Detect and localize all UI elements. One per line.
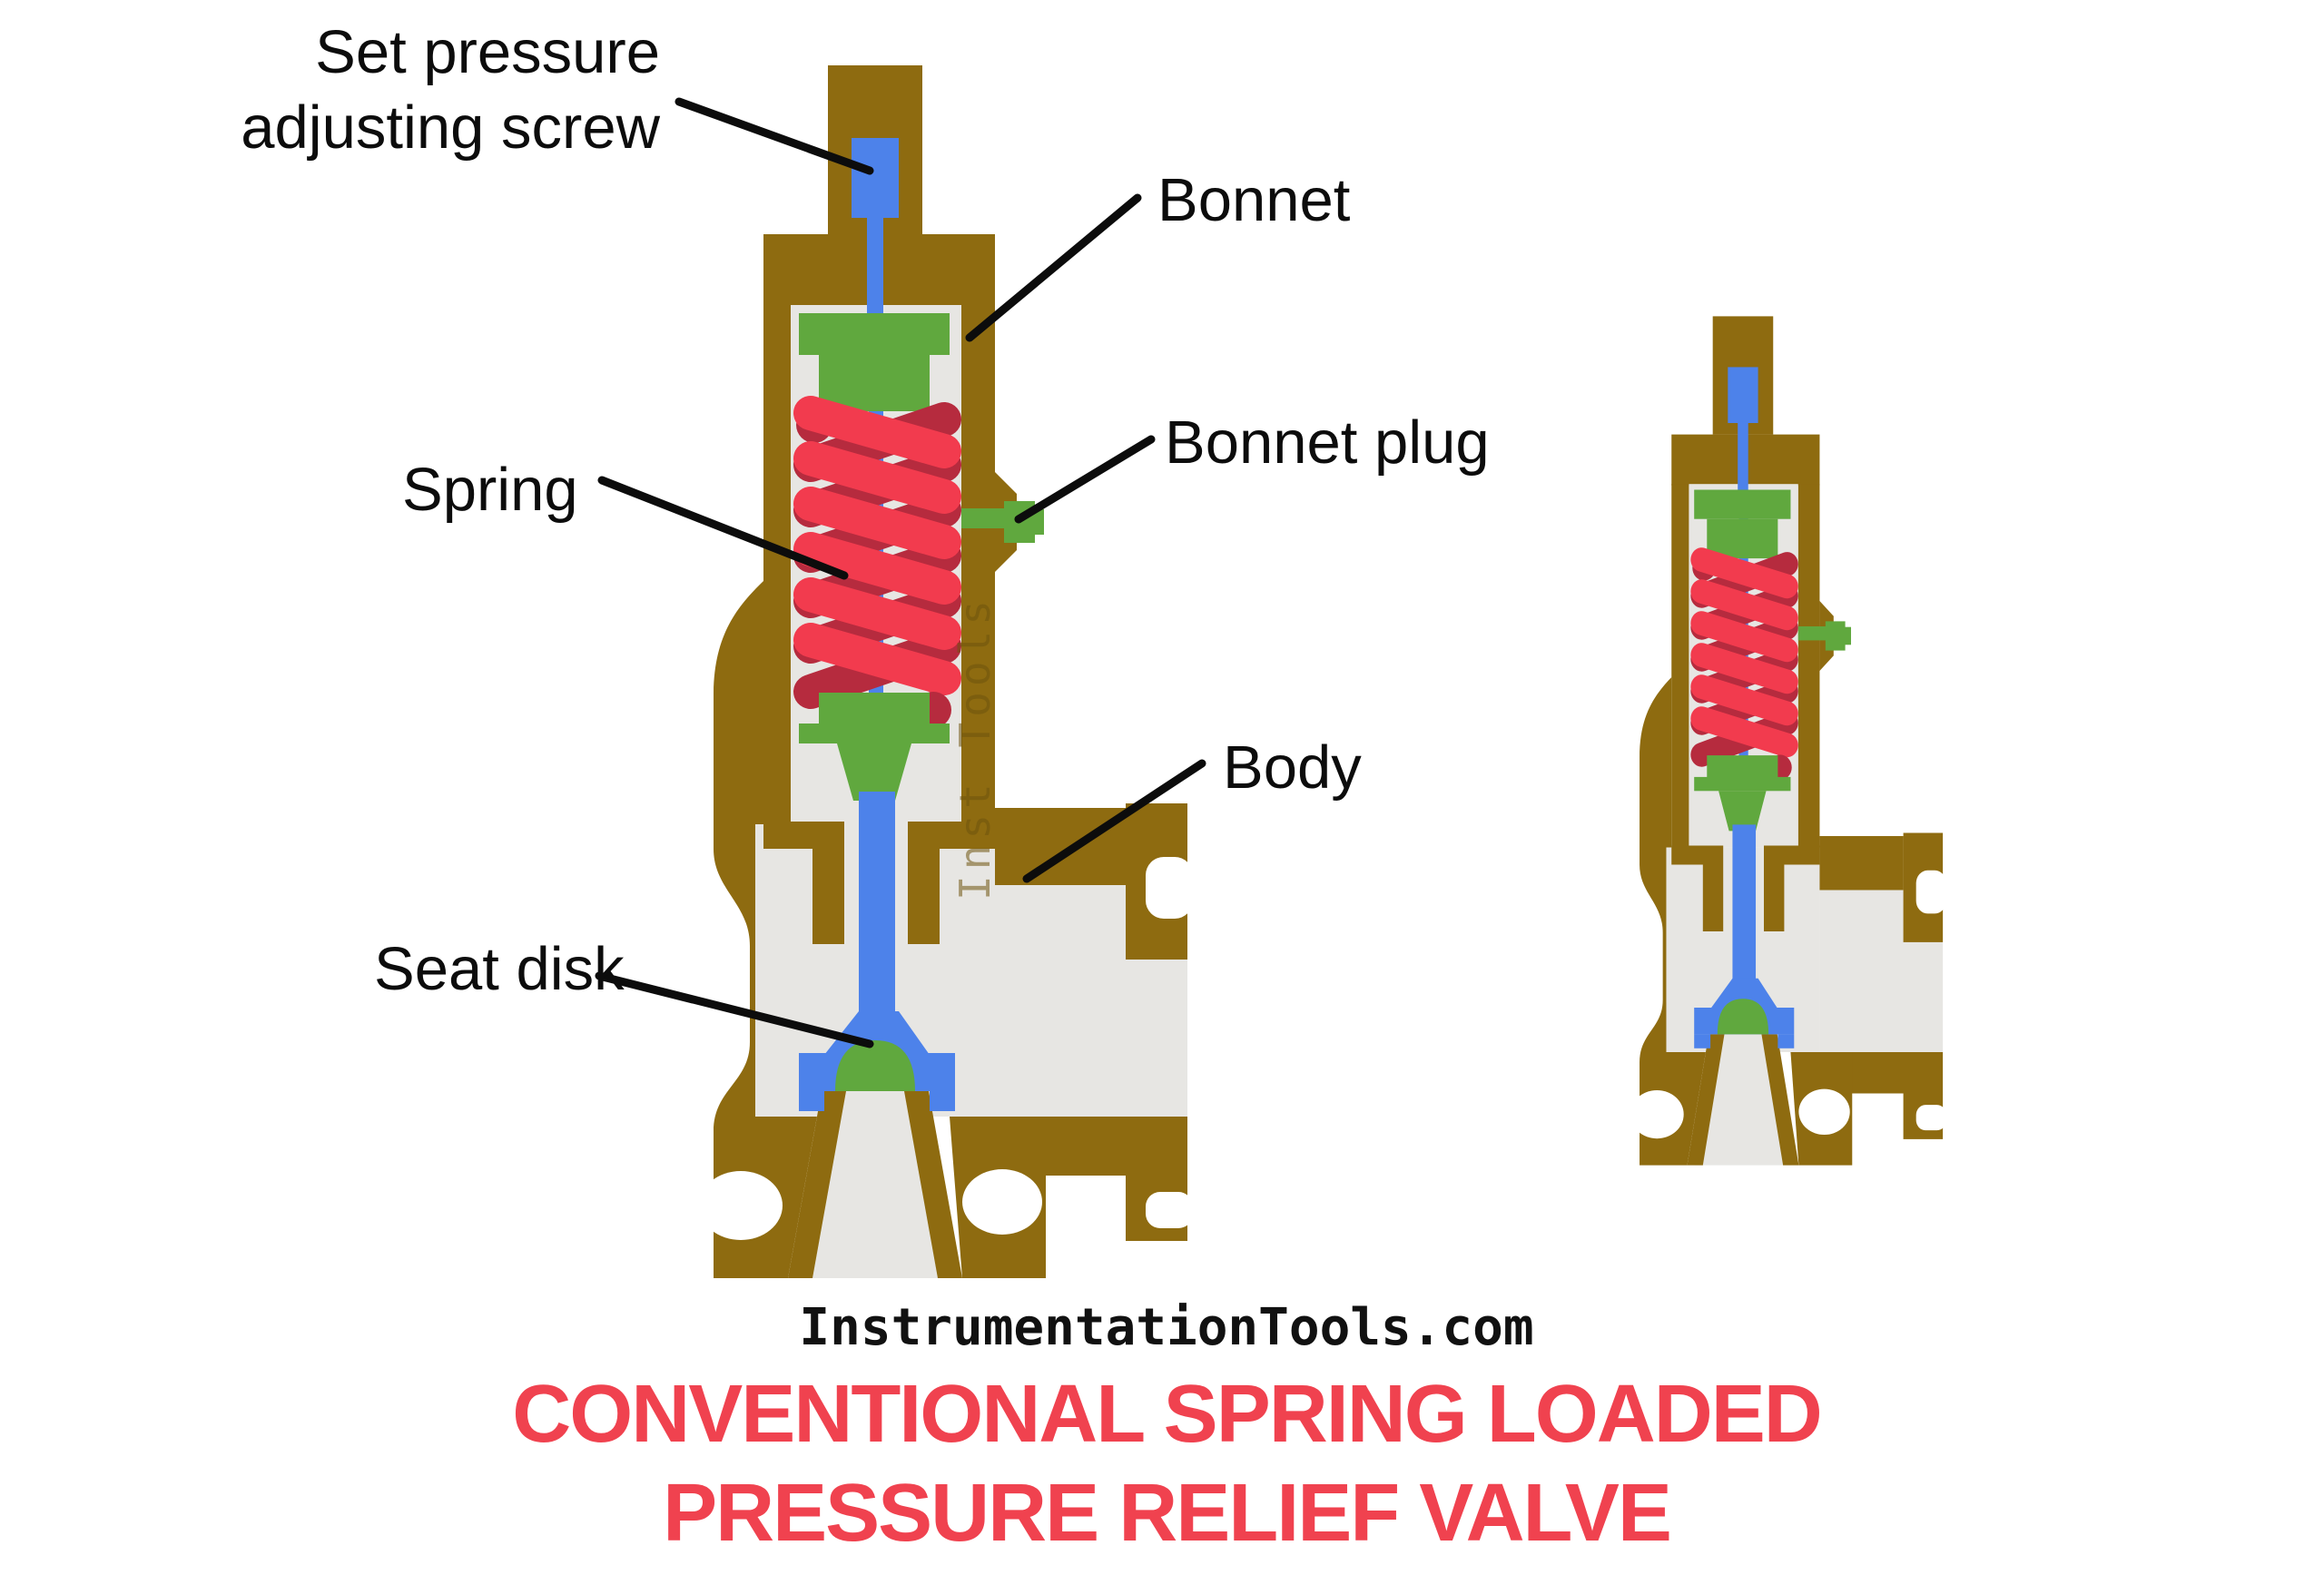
leader-spring	[597, 476, 849, 580]
main-valve: Inst Tools	[699, 65, 1193, 1278]
watermark-text: Inst Tools	[950, 595, 1000, 901]
small-valve	[1630, 316, 1946, 1165]
leader-bonnet	[965, 193, 1142, 342]
diagram-title-line2: PRESSURE RELIEF VALVE	[663, 1468, 1670, 1559]
diagram-title-line1: CONVENTIONAL SPRING LOADED	[512, 1369, 1820, 1460]
label-bonnet: Bonnet	[1157, 166, 1351, 234]
leader-set-pressure	[675, 97, 874, 175]
label-spring: Spring	[402, 456, 578, 524]
label-set-pressure-line1: Set pressure	[315, 18, 660, 86]
label-body: Body	[1223, 733, 1362, 802]
leader-seat-disk	[595, 971, 874, 1048]
label-seat-disk: Seat disk	[374, 935, 625, 1003]
credit-text: InstrumentationTools.com	[799, 1298, 1533, 1357]
label-set-pressure-line2: adjusting screw	[241, 94, 660, 162]
leader-bonnet-plug	[1014, 435, 1156, 524]
label-bonnet-plug: Bonnet plug	[1165, 409, 1490, 477]
leader-body	[1022, 759, 1206, 883]
